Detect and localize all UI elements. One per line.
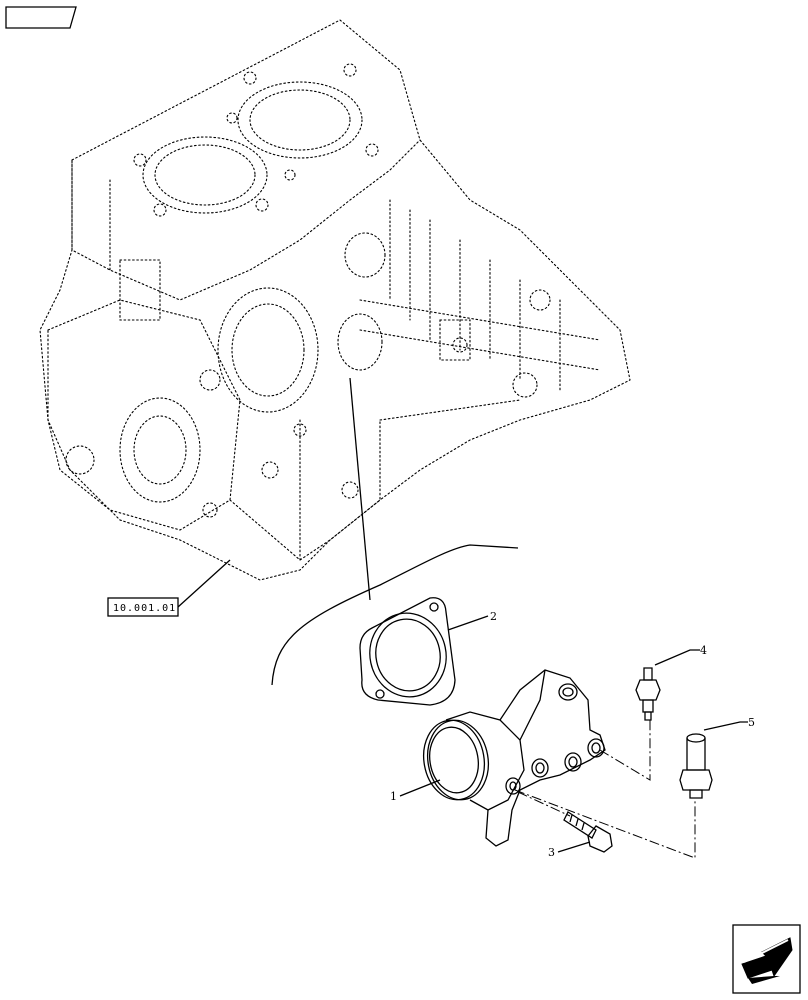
- mount-leader: [349, 377, 371, 601]
- callout-2: 2: [490, 610, 497, 623]
- leader-2: [447, 615, 489, 631]
- centerline-3: [517, 791, 571, 817]
- leader-5: [703, 721, 748, 731]
- bolt: [563, 811, 613, 853]
- gasket: [359, 597, 456, 706]
- thermostat-housing: [423, 669, 606, 847]
- reference-box-label: 10.001.01: [113, 603, 176, 614]
- temperature-sender: [679, 733, 713, 799]
- callout-3: 3: [548, 846, 555, 859]
- centerline-4: [599, 720, 651, 781]
- callout-5: 5: [748, 716, 755, 729]
- temperature-sensor: [635, 667, 661, 721]
- centerline-5: [514, 789, 696, 859]
- reference-box[interactable]: 10.001.01: [107, 597, 179, 617]
- arrow-down-left-icon[interactable]: [732, 924, 801, 994]
- leader-4: [654, 649, 700, 666]
- leader-1: [399, 779, 441, 797]
- engine-block: [39, 19, 631, 581]
- top-tab[interactable]: [5, 6, 77, 29]
- callout-1: 1: [390, 790, 397, 803]
- leader-3: [557, 841, 591, 853]
- reference-leader: [177, 559, 231, 608]
- section-break-line: [271, 544, 519, 686]
- callout-4: 4: [700, 644, 707, 657]
